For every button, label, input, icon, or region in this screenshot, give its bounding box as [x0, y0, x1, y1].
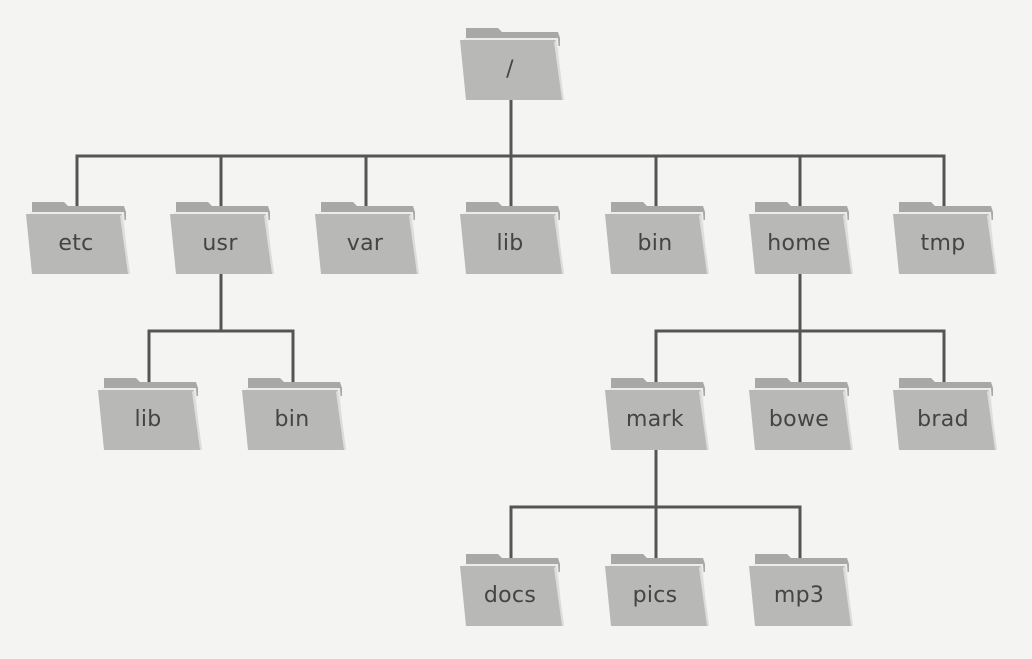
folder-label: bowe: [768, 406, 830, 432]
folder-icon: [26, 202, 130, 274]
folder-icon: [605, 378, 709, 450]
folder-label: lib: [496, 230, 524, 256]
folder-icon: [460, 28, 564, 100]
folder-icon: [315, 202, 419, 274]
folder-label: home: [767, 230, 831, 256]
folder-label: pics: [632, 582, 678, 608]
folder-icon: [98, 378, 202, 450]
folder-label: docs: [483, 582, 537, 608]
folder-label: brad: [917, 406, 969, 432]
folder-bowe: bowe: [747, 372, 857, 456]
folder-brad: brad: [891, 372, 1001, 456]
folder-icon: [749, 378, 853, 450]
folder-docs: docs: [458, 548, 568, 632]
folder-var: var: [313, 196, 423, 280]
folder-label: bin: [274, 406, 310, 432]
folder-icon: [893, 378, 997, 450]
folder-label: usr: [202, 230, 238, 256]
folder-bin: bin: [603, 196, 713, 280]
folder-label: bin: [637, 230, 673, 256]
folder-mp3: mp3: [747, 548, 857, 632]
folder-icon: [460, 554, 564, 626]
folder-home: home: [747, 196, 857, 280]
folder-label: /: [506, 56, 514, 82]
folder-label: var: [346, 230, 384, 256]
folder-tmp: tmp: [891, 196, 1001, 280]
folder-root: /: [458, 22, 568, 106]
folder-icon: [893, 202, 997, 274]
folder-icon: [170, 202, 274, 274]
folder-label: etc: [58, 230, 94, 256]
folder-mark: mark: [603, 372, 713, 456]
folder-icon: [242, 378, 346, 450]
folder-label: tmp: [920, 230, 966, 256]
folder-usr: usr: [168, 196, 278, 280]
folder-icon: [605, 202, 709, 274]
folder-pics: pics: [603, 548, 713, 632]
folder-icon: [605, 554, 709, 626]
folder-label: mp3: [773, 582, 825, 608]
folder-label: mark: [626, 406, 684, 432]
folder-etc: etc: [24, 196, 134, 280]
folder-icon: [749, 554, 853, 626]
folder-lib: lib: [458, 196, 568, 280]
folder-icon: [749, 202, 853, 274]
folder-usr-lib: lib: [96, 372, 206, 456]
folder-usr-bin: bin: [240, 372, 350, 456]
folder-icon: [460, 202, 564, 274]
folder-label: lib: [134, 406, 162, 432]
